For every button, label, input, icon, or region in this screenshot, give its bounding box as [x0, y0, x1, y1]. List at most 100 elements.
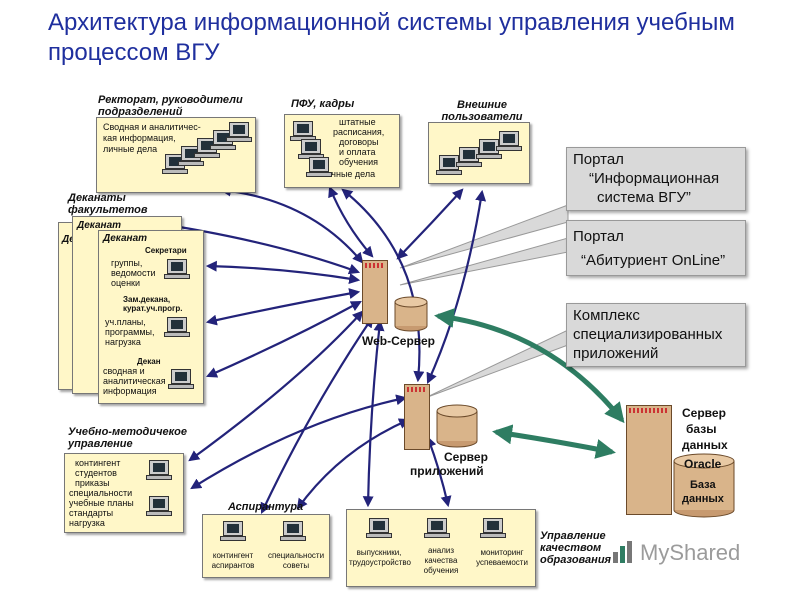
callout-3-line-1: Комплекс	[573, 307, 640, 324]
postgrad-item-2: специальности советы	[267, 551, 325, 570]
computer-icon	[146, 496, 172, 516]
computer-icon	[226, 122, 252, 142]
pfu-text-1: штатные	[339, 117, 376, 127]
secretary-text-1: группы,	[111, 258, 143, 268]
umu-text-3: приказы	[75, 478, 110, 488]
dean-card-back-1-title: Деканат	[77, 220, 122, 231]
umu-text-7: нагрузка	[69, 518, 105, 528]
vice-text-2: программы,	[105, 327, 155, 337]
group-box-pfu: штатные расписания, договоры и оплата об…	[284, 114, 400, 188]
callout-1-line-2: “Информационная	[589, 170, 720, 187]
group-box-quality: выпускники, трудоустройство анализ качес…	[346, 509, 536, 587]
callout-special-apps: Комплекс специализированных приложений	[566, 303, 746, 367]
database-label-2: данных	[682, 493, 724, 505]
vice-text-3: нагрузка	[105, 337, 141, 347]
callout-pointer-3	[424, 329, 569, 399]
computer-icon	[436, 155, 462, 175]
group-box-postgrad: контингент аспирантов специальности сове…	[202, 514, 330, 578]
watermark-bars-icon	[613, 541, 632, 563]
db-server-label-3: данных	[682, 438, 728, 452]
computer-icon	[280, 521, 306, 541]
arrow-pfu-web	[328, 185, 374, 258]
callout-3-line-3: приложений	[573, 345, 659, 362]
arrow-external-web	[396, 188, 464, 260]
group-label-external: Внешние пользователи	[441, 99, 523, 123]
arrow-postgrad-web	[260, 316, 374, 514]
app-server-label-2: приложений	[410, 464, 484, 478]
callout-portal-vgu: Портал “Информационная система ВГУ”	[566, 147, 746, 211]
callout-portal-abiturient: Портал “Абитуриент OnLine”	[566, 220, 746, 276]
pfu-text-6: личные дела	[321, 169, 376, 179]
db-server-label-1: Сервер	[682, 406, 726, 420]
computer-icon	[480, 518, 506, 538]
app-server-icon	[404, 384, 430, 450]
role-name-secretary: Секретари	[145, 246, 187, 255]
pfu-text-3: договоры	[339, 137, 379, 147]
umu-text-1: контингент	[75, 458, 121, 468]
quality-item-1: выпускники, трудоустройство	[349, 548, 411, 567]
watermark-text: MyShared	[640, 540, 741, 565]
dean-text-2: аналитическая	[103, 376, 166, 386]
group-label-deans: Деканаты факультетов	[68, 192, 148, 216]
arrow-quality-web	[362, 319, 385, 508]
dean-text-1: сводная и	[103, 366, 145, 376]
rectorate-text-3: личные дела	[103, 144, 158, 154]
computer-icon	[298, 139, 324, 159]
watermark-logo	[612, 540, 632, 564]
pfu-text-4: и оплата	[339, 147, 376, 157]
computer-icon	[164, 317, 190, 337]
dean-text-3: информация	[103, 386, 157, 396]
group-label-postgrad: Аспирантура	[228, 501, 304, 513]
dean-card-back-2-title: Де	[62, 234, 75, 245]
page-title: Архитектура информационной системы управ…	[48, 9, 735, 66]
umu-text-5: учебные планы	[69, 498, 134, 508]
web-server-disk-icon	[394, 296, 428, 332]
web-server-label: Web-Сервер	[362, 334, 436, 348]
group-box-rectorate: Сводная и аналитичес- кая информация, ли…	[96, 117, 256, 193]
group-label-pfu: ПФУ, кадры	[291, 98, 355, 110]
computer-icon	[220, 521, 246, 541]
computer-icon	[424, 518, 450, 538]
umu-text-6: стандарты	[69, 508, 114, 518]
database-label-1: База	[690, 479, 716, 491]
postgrad-item-1: контингент аспирантов	[211, 551, 255, 570]
computer-icon	[146, 460, 172, 480]
secretary-text-2: ведомости	[111, 268, 156, 278]
arrow-external-app	[426, 189, 487, 385]
arrow-vice-web	[205, 288, 361, 326]
role-name-dean: Декан	[137, 357, 161, 366]
rectorate-text-1: Сводная и аналитичес-	[103, 122, 201, 132]
computer-icon	[306, 157, 332, 177]
computer-icon	[366, 518, 392, 538]
arrow-db-app	[492, 424, 616, 459]
group-label-rectorate: Ректорат, руководители подразделений	[98, 94, 243, 118]
callout-1-line-1: Портал	[573, 151, 624, 168]
computer-icon	[164, 259, 190, 279]
computer-icon	[496, 131, 522, 151]
oracle-label: Oracle	[684, 457, 722, 471]
umu-text-4: специальности	[69, 488, 133, 498]
computer-icon	[168, 369, 194, 389]
secretary-text-3: оценки	[111, 278, 140, 288]
arrow-pfu-app	[341, 188, 425, 383]
app-server-label-1: Сервер	[444, 450, 488, 464]
arrow-postgrad-app	[296, 418, 411, 510]
pfu-text-2: расписания,	[333, 127, 385, 137]
group-box-umu: контингент студентов приказы специальнос…	[64, 453, 184, 533]
callout-3-line-2: специализированных	[573, 326, 723, 343]
callout-pointer-1	[399, 204, 569, 269]
pfu-text-5: обучения	[339, 157, 379, 167]
dean-card-front: Деканат Секретари группы, ведомости оцен…	[98, 230, 204, 404]
computer-icon	[290, 121, 316, 141]
group-box-external	[428, 122, 530, 184]
rectorate-text-2: кая информация,	[103, 133, 176, 143]
arrow-secretary-web	[205, 260, 361, 285]
callout-1-line-3: система ВГУ”	[597, 189, 691, 206]
quality-item-2: анализ качества обучения	[423, 546, 459, 575]
database-icon	[673, 453, 735, 518]
quality-item-3: мониторинг успеваемости	[476, 548, 528, 567]
group-label-quality: Управление качеством образования	[540, 530, 612, 566]
umu-text-2: студентов	[75, 468, 117, 478]
db-server-label-2: базы	[686, 422, 717, 436]
arrow-db-web	[434, 308, 625, 424]
